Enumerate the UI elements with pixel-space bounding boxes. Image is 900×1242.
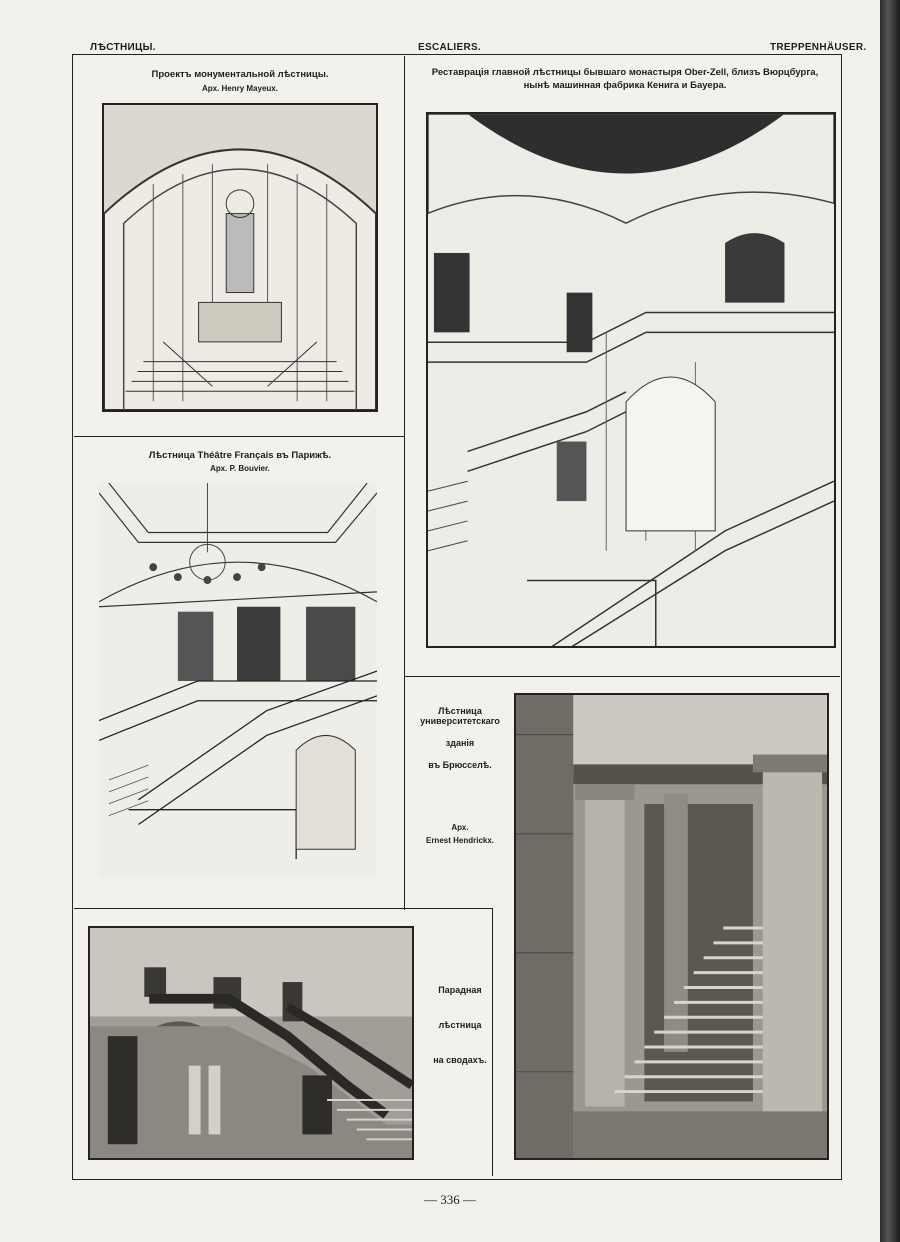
brussels-caption-line1: Лѣстница xyxy=(438,706,482,716)
running-head-right: TREPPENHÄUSER. xyxy=(770,42,867,53)
vaulted-staircase-photo xyxy=(88,926,414,1160)
divider-horizontal-left xyxy=(74,436,404,437)
theatre-francais-engraving xyxy=(97,481,379,879)
running-head-center: ESCALIERS. xyxy=(418,42,482,53)
theatre-architect: Арх. P. Bouvier. xyxy=(210,464,270,473)
brussels-caption-line3: зданія xyxy=(445,738,475,748)
divider-vertical-top xyxy=(404,56,405,676)
theatre-title: Лѣстница Théâtre Français въ Парижѣ. xyxy=(148,450,332,461)
running-head-left: ЛѢСТНИЦЫ. xyxy=(90,42,156,53)
vaulted-caption-line3: на сводахъ. xyxy=(433,1055,487,1065)
binding-spine xyxy=(880,0,900,1242)
divider-horizontal-right xyxy=(404,676,840,677)
divider-vertical-mid xyxy=(404,676,405,910)
monumental-architect: Арх. Henry Mayeux. xyxy=(202,84,278,93)
oberzell-title-line2: нынѣ машинная фабрика Кенига и Бауера. xyxy=(523,80,727,91)
brussels-staircase-photo xyxy=(514,693,829,1160)
brussels-architect-name: Ernest Hendrickx. xyxy=(425,836,495,845)
brussels-caption-line4: въ Брюсселѣ. xyxy=(428,760,492,770)
brussels-caption-line2: университетскаго xyxy=(420,716,500,726)
monumental-title: Проектъ монументальной лѣстницы. xyxy=(151,69,329,80)
divider-horizontal-bottom xyxy=(74,908,492,909)
page-frame xyxy=(72,54,842,1180)
oberzell-title-line1: Реставрація главной лѣстницы бывшаго мон… xyxy=(431,67,819,78)
vaulted-caption-line2: лѣстница xyxy=(438,1020,482,1030)
oberzell-staircase-engraving xyxy=(426,112,836,648)
monumental-staircase-engraving xyxy=(102,103,378,412)
vaulted-caption-line1: Парадная xyxy=(438,985,482,995)
divider-vertical-bottom xyxy=(492,908,493,1176)
page-number: — 336 — xyxy=(424,1192,476,1207)
brussels-architect-label: Арх. xyxy=(451,823,469,832)
